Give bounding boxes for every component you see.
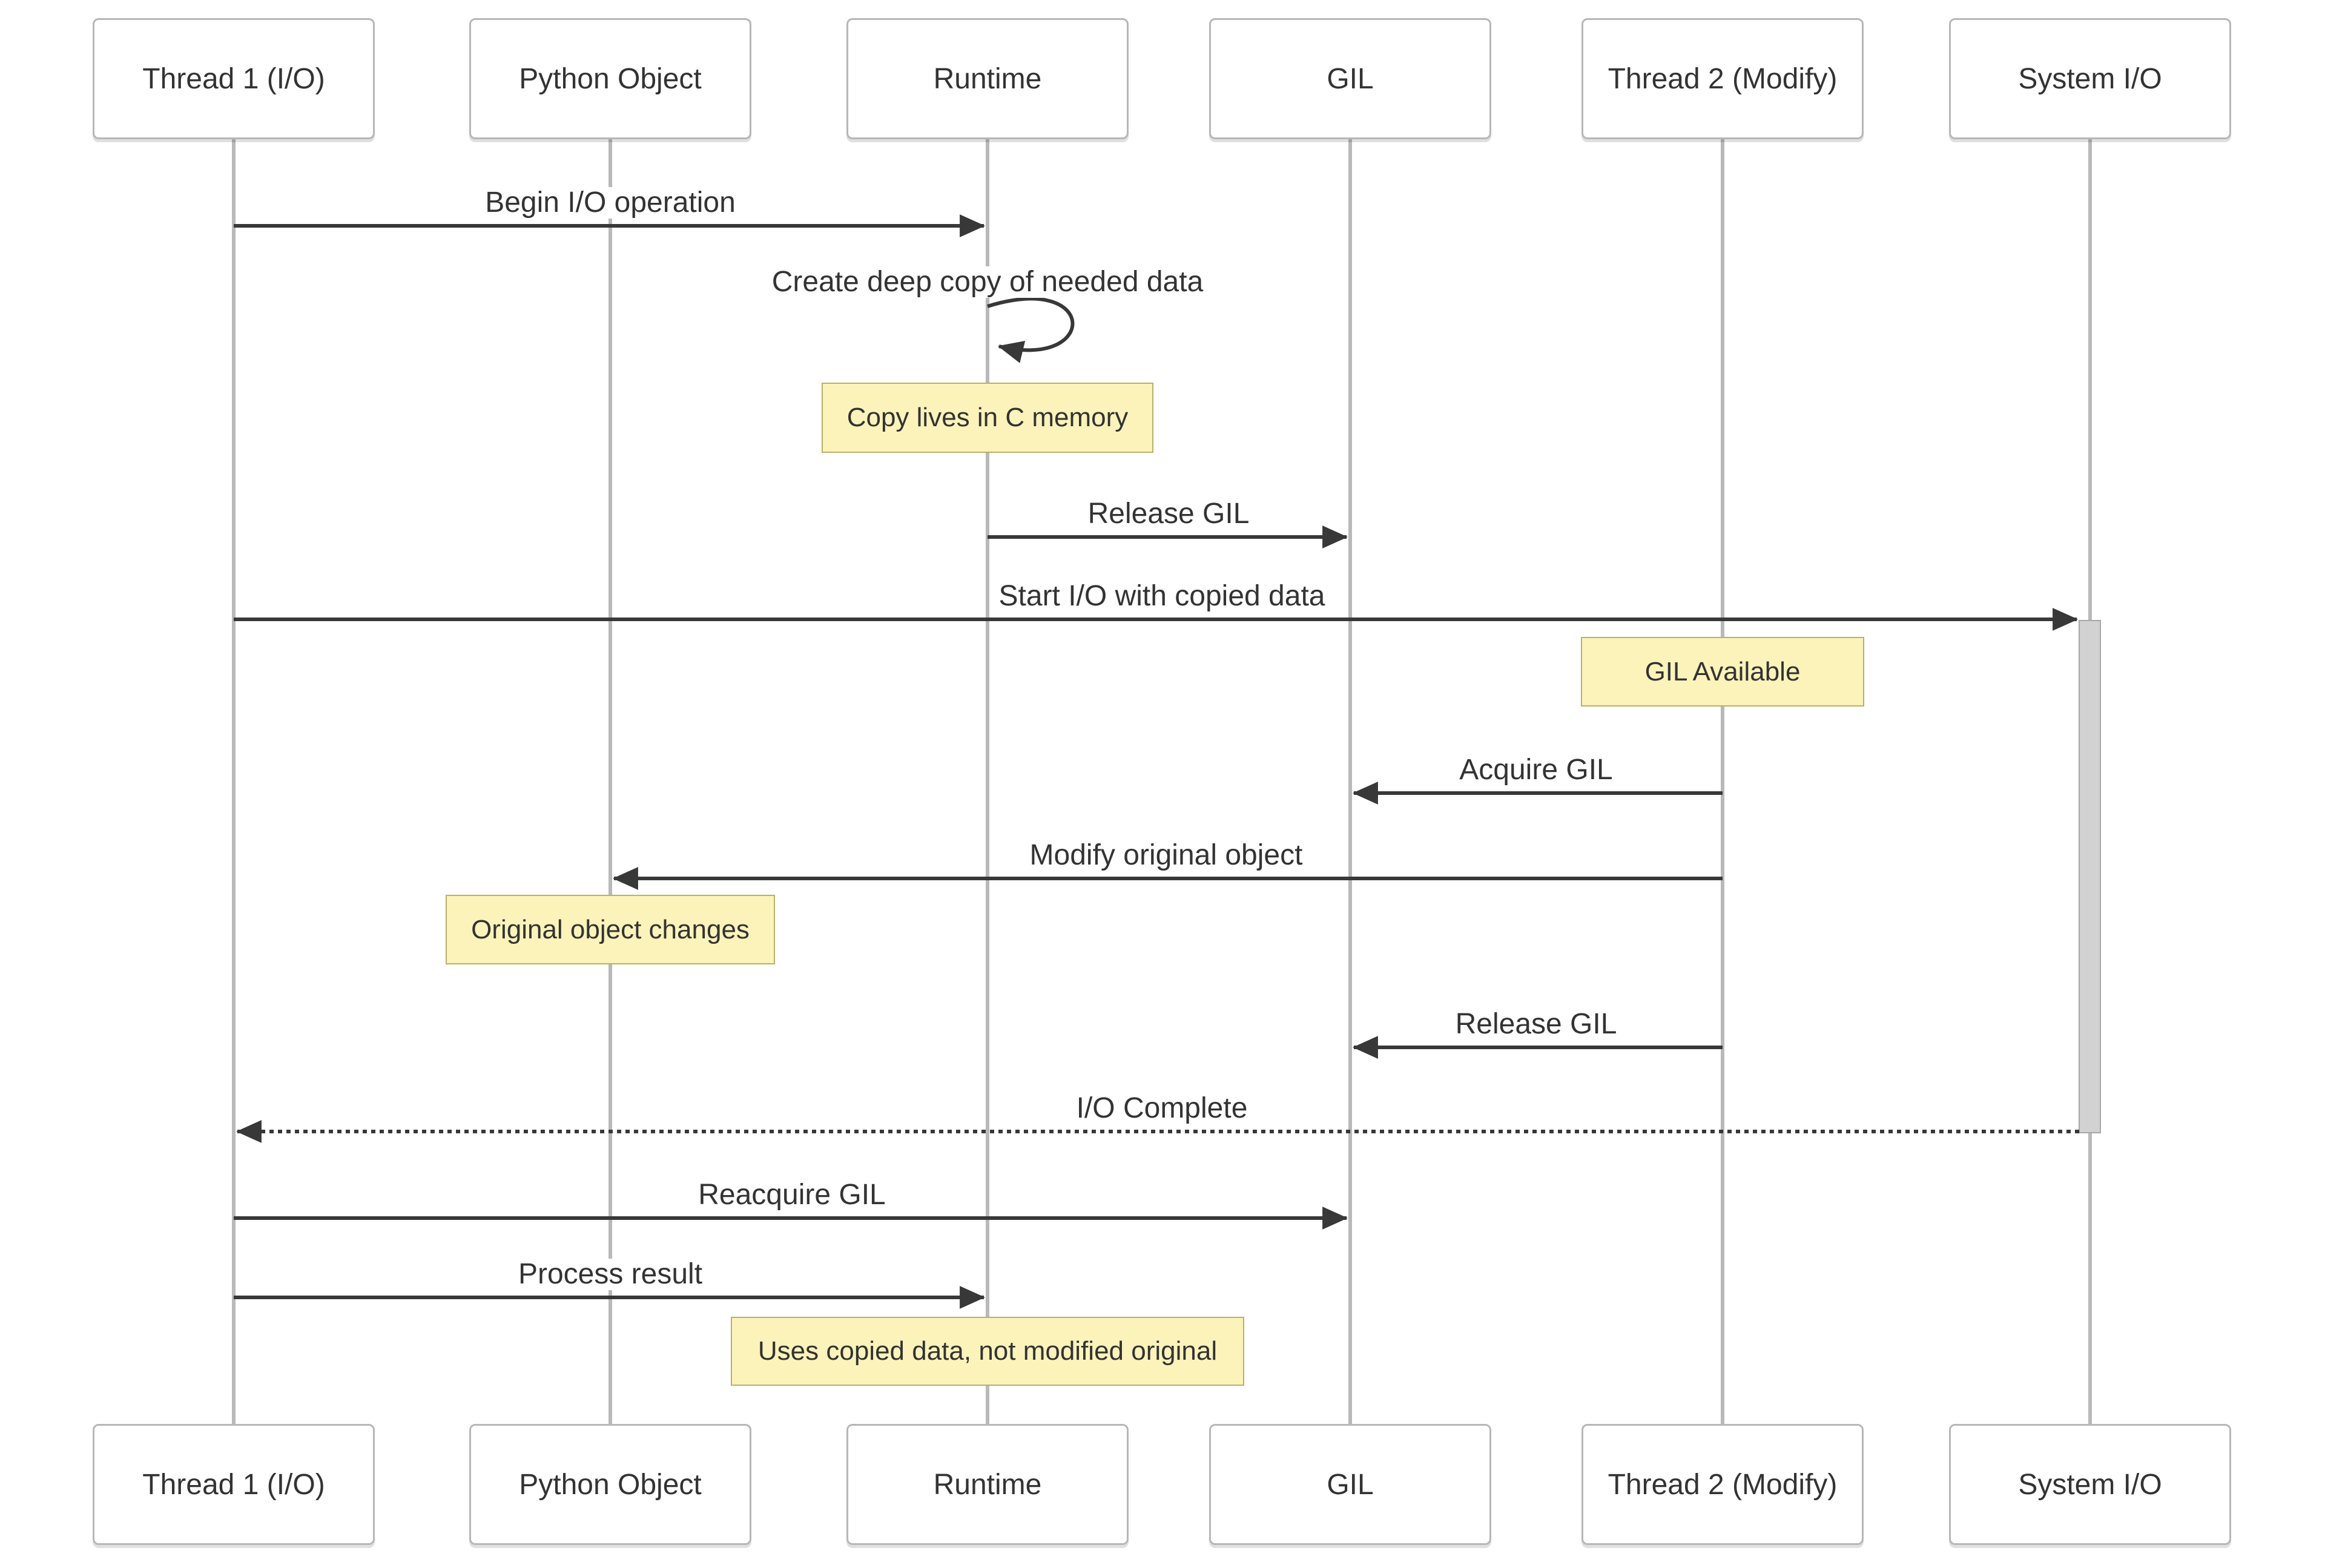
actor-bottom-python-object: Python Object: [469, 1424, 751, 1545]
note-label: Original object changes: [471, 914, 750, 944]
note-label: GIL Available: [1644, 656, 1801, 687]
actor-bottom-system-io: System I/O: [1949, 1424, 2231, 1545]
note-label: Copy lives in C memory: [846, 403, 1129, 432]
message-label-create-deep-copy: Create deep copy of needed data: [768, 266, 1207, 298]
actor-bottom-gil: GIL: [1209, 1424, 1491, 1545]
message-label-release-gil-1: Release GIL: [1084, 498, 1253, 530]
actor-top-gil: GIL: [1209, 18, 1491, 139]
note-copy-lives-in-c-memory: Copy lives in C memory: [822, 383, 1153, 453]
actor-label: Thread 1 (I/O): [142, 62, 325, 95]
actor-bottom-runtime: Runtime: [846, 1424, 1129, 1545]
actor-label: Thread 2 (Modify): [1608, 1468, 1838, 1501]
actor-label: System I/O: [2018, 1468, 2162, 1501]
message-label-reacquire-gil: Reacquire GIL: [694, 1179, 889, 1211]
actor-top-thread2: Thread 2 (Modify): [1581, 18, 1864, 139]
message-label-begin-io-operation: Begin I/O operation: [481, 187, 739, 219]
actor-label: GIL: [1327, 1468, 1374, 1501]
actor-bottom-thread2: Thread 2 (Modify): [1581, 1424, 1864, 1545]
activation-bar-system-io: [2079, 620, 2101, 1133]
note-original-object-changes: Original object changes: [446, 895, 775, 964]
actor-top-thread1: Thread 1 (I/O): [93, 18, 375, 139]
actor-label: Runtime: [933, 1468, 1042, 1501]
message-label-io-complete: I/O Complete: [1072, 1093, 1252, 1124]
actor-label: System I/O: [2018, 62, 2162, 95]
actor-label: Python Object: [519, 62, 702, 95]
actor-label: Python Object: [519, 1468, 702, 1501]
actor-top-system-io: System I/O: [1949, 18, 2231, 139]
actor-top-python-object: Python Object: [469, 18, 751, 139]
actor-top-runtime: Runtime: [846, 18, 1129, 139]
note-gil-available: GIL Available: [1581, 637, 1864, 707]
arrow-self-create-deep-copy: [987, 297, 1075, 363]
actor-label: Thread 2 (Modify): [1608, 62, 1838, 95]
actor-bottom-thread1: Thread 1 (I/O): [93, 1424, 375, 1545]
message-label-start-io-with-copied-data: Start I/O with copied data: [995, 581, 1329, 612]
note-label: Uses copied data, not modified original: [757, 1336, 1218, 1366]
actor-label: Runtime: [933, 62, 1042, 95]
message-label-process-result: Process result: [514, 1259, 707, 1290]
message-label-release-gil-2: Release GIL: [1451, 1009, 1621, 1040]
note-uses-copied-data: Uses copied data, not modified original: [731, 1317, 1244, 1386]
message-label-modify-original-object: Modify original object: [1026, 840, 1307, 871]
message-label-acquire-gil: Acquire GIL: [1456, 754, 1617, 786]
actor-label: Thread 1 (I/O): [142, 1468, 325, 1501]
actor-label: GIL: [1327, 62, 1374, 95]
